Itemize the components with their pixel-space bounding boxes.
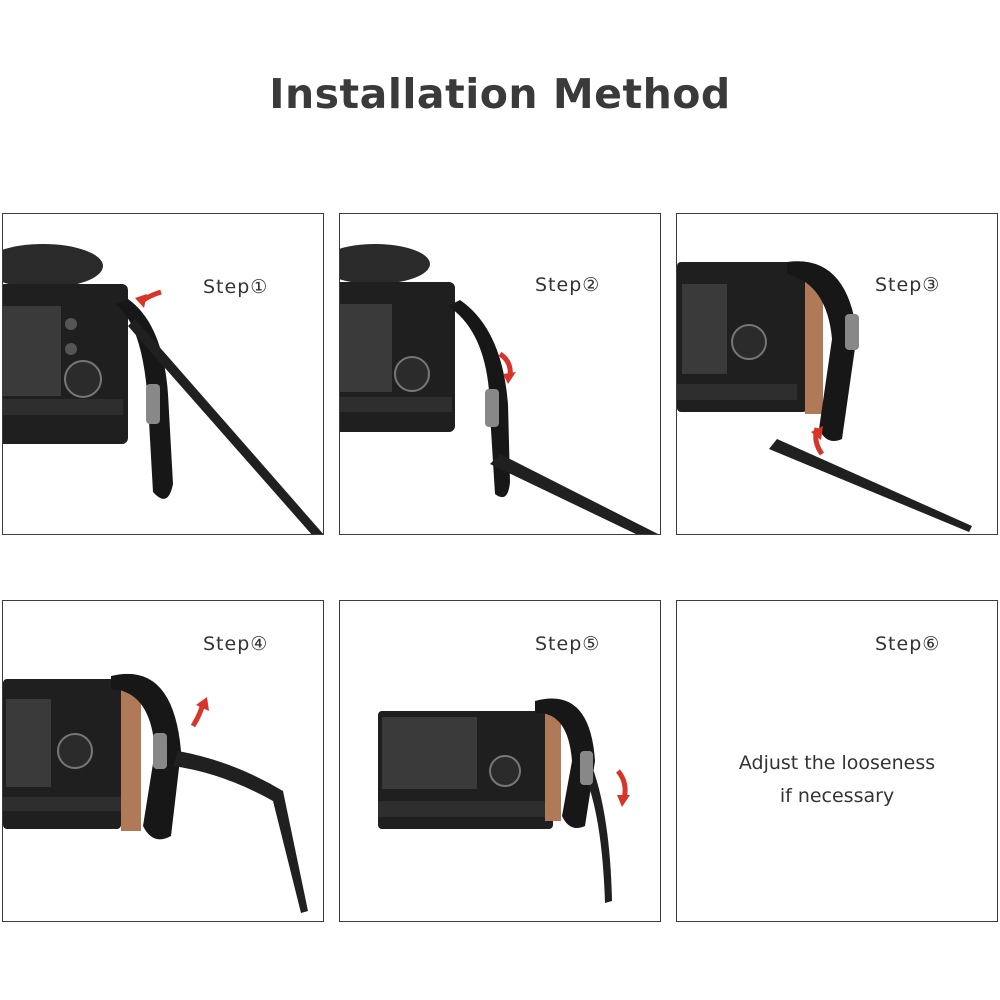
- camera-strap-step-3-photo: [677, 261, 972, 532]
- step-6-note-line-1: Adjust the looseness: [738, 752, 936, 774]
- camera-strap-step-2-photo: [340, 244, 659, 534]
- step-2-panel: Step②: [339, 213, 661, 535]
- step-1-panel: Step①: [2, 213, 324, 535]
- camera-strap-step-4-photo: [3, 673, 308, 913]
- step-5-label: Step⑤: [535, 633, 601, 655]
- step-2-label: Step②: [535, 274, 601, 296]
- camera-strap-step-5-photo: [378, 698, 630, 903]
- step-4-label: Step④: [203, 633, 269, 655]
- step-6-note: Adjust the looseness if necessary: [677, 747, 997, 813]
- step-6-label: Step⑥: [875, 633, 941, 655]
- step-3-panel: Step③: [676, 213, 998, 535]
- page-title: Installation Method: [269, 70, 731, 118]
- camera-strap-step-1-photo: [3, 244, 323, 534]
- step-3-label: Step③: [875, 274, 941, 296]
- step-5-panel: Step⑤: [339, 600, 661, 922]
- step-6-note-line-2: if necessary: [779, 785, 895, 807]
- step-1-label: Step①: [203, 276, 269, 298]
- step-4-panel: Step④: [2, 600, 324, 922]
- step-6-panel: Step⑥ Adjust the looseness if necessary: [676, 600, 998, 922]
